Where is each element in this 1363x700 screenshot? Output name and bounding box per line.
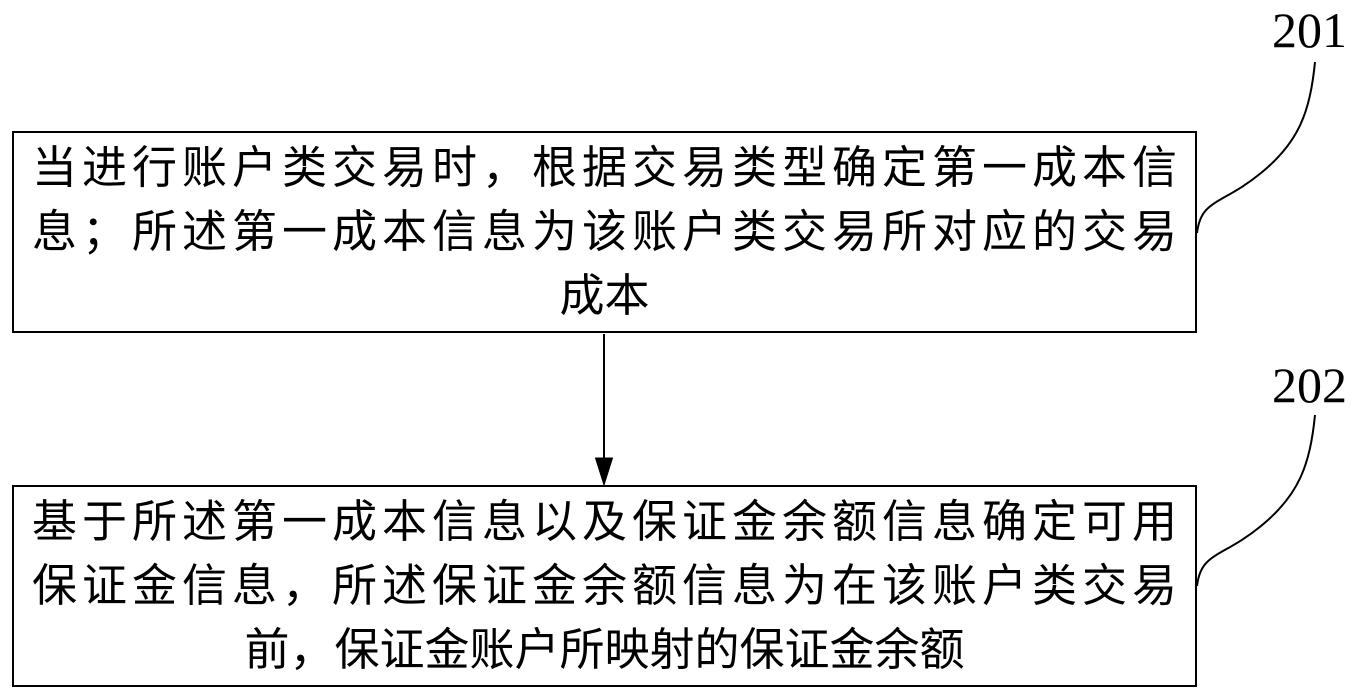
step-2-text-line-1: 基于所述第一成本信息以及保证金余额信息确定可用 xyxy=(32,497,1177,547)
flow-step-2-box: 基于所述第一成本信息以及保证金余额信息确定可用 保证金信息，所述保证金余额信息为… xyxy=(12,485,1197,687)
step-1-text-line-1: 当进行账户类交易时，根据交易类型确定第一成本信 xyxy=(32,143,1177,193)
step-1-text-line-3: 成本 xyxy=(559,271,650,321)
leader-line-201 xyxy=(1196,61,1316,234)
step-number-202: 202 xyxy=(1272,357,1347,413)
step-1-text-line-2: 息；所述第一成本信息为该账户类交易所对应的交易 xyxy=(32,207,1177,257)
flow-step-1-box: 当进行账户类交易时，根据交易类型确定第一成本信 息；所述第一成本信息为该账户类交… xyxy=(12,131,1197,333)
step-number-201: 201 xyxy=(1272,2,1347,58)
step-2-text-line-3: 前，保证金账户所映射的保证金余额 xyxy=(244,625,965,675)
leader-line-202 xyxy=(1196,414,1316,587)
step-2-text-line-2: 保证金信息，所述保证金余额信息为在该账户类交易 xyxy=(32,561,1177,611)
down-arrow-head-icon xyxy=(594,457,614,487)
